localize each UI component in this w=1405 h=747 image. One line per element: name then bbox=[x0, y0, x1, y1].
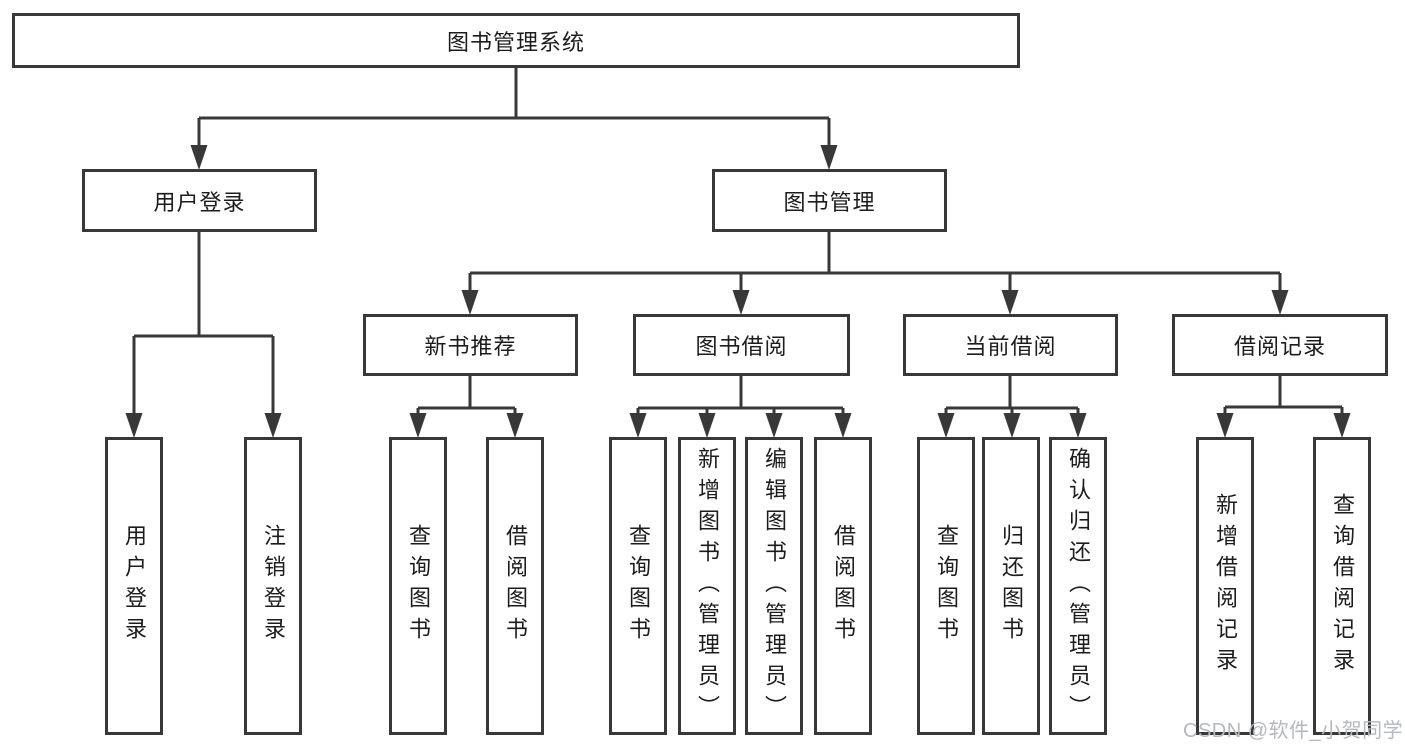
leaf-return-books: 归还图书 bbox=[982, 437, 1040, 735]
leaf-query-books-current-label: 查询图书 bbox=[934, 524, 959, 648]
node-new-book-recommend-label: 新书推荐 bbox=[424, 334, 517, 359]
leaf-add-book-admin-label: 新增图书（管理员） bbox=[695, 446, 720, 726]
node-book-borrow-label: 图书借阅 bbox=[695, 334, 788, 359]
leaf-confirm-return-admin-label: 确认归还（管理员） bbox=[1066, 446, 1091, 726]
leaf-query-books-borrow-label: 查询图书 bbox=[626, 524, 651, 648]
leaf-query-books-borrow: 查询图书 bbox=[609, 437, 667, 735]
node-user-login: 用户登录 bbox=[82, 169, 317, 232]
leaf-edit-book-admin-label: 编辑图书（管理员） bbox=[762, 446, 787, 726]
watermark-text: CSDN @软件_小贺同学 bbox=[1183, 720, 1404, 742]
node-borrow-records-label: 借阅记录 bbox=[1233, 334, 1326, 359]
node-book-management-label: 图书管理 bbox=[783, 189, 876, 215]
node-root: 图书管理系统 bbox=[12, 13, 1020, 68]
node-user-login-label: 用户登录 bbox=[153, 189, 246, 215]
leaf-return-books-label: 归还图书 bbox=[999, 524, 1024, 648]
arrowheads bbox=[125, 145, 1351, 438]
leaf-user-login-label: 用户登录 bbox=[122, 524, 147, 648]
node-borrow-records: 借阅记录 bbox=[1172, 314, 1388, 376]
node-new-book-recommend: 新书推荐 bbox=[363, 314, 578, 376]
leaf-borrow-books-recommend-label: 借阅图书 bbox=[503, 524, 528, 648]
leaf-confirm-return-admin: 确认归还（管理员） bbox=[1049, 437, 1107, 735]
leaf-logout-label: 注销登录 bbox=[261, 524, 286, 648]
leaf-query-books-recommend-label: 查询图书 bbox=[406, 524, 431, 648]
leaf-user-login: 用户登录 bbox=[105, 437, 163, 735]
leaf-logout: 注销登录 bbox=[244, 437, 302, 735]
leaf-query-books-current: 查询图书 bbox=[917, 437, 975, 735]
node-current-borrow: 当前借阅 bbox=[903, 314, 1118, 376]
leaf-borrow-books-recommend: 借阅图书 bbox=[486, 437, 544, 735]
leaf-edit-book-admin: 编辑图书（管理员） bbox=[745, 437, 803, 735]
leaf-add-borrow-record-label: 新增借阅记录 bbox=[1213, 493, 1238, 679]
leaf-borrow-books-borrow-label: 借阅图书 bbox=[831, 524, 856, 648]
node-book-borrow: 图书借阅 bbox=[633, 314, 850, 376]
node-current-borrow-label: 当前借阅 bbox=[964, 334, 1057, 359]
leaf-query-borrow-record-label: 查询借阅记录 bbox=[1330, 493, 1355, 679]
leaf-add-borrow-record: 新增借阅记录 bbox=[1196, 437, 1254, 735]
node-book-management: 图书管理 bbox=[712, 169, 947, 232]
node-root-label: 图书管理系统 bbox=[446, 29, 585, 55]
leaf-borrow-books-borrow: 借阅图书 bbox=[814, 437, 872, 735]
leaf-add-book-admin: 新增图书（管理员） bbox=[678, 437, 736, 735]
leaf-query-books-recommend: 查询图书 bbox=[389, 437, 447, 735]
leaf-query-borrow-record: 查询借阅记录 bbox=[1313, 437, 1371, 735]
